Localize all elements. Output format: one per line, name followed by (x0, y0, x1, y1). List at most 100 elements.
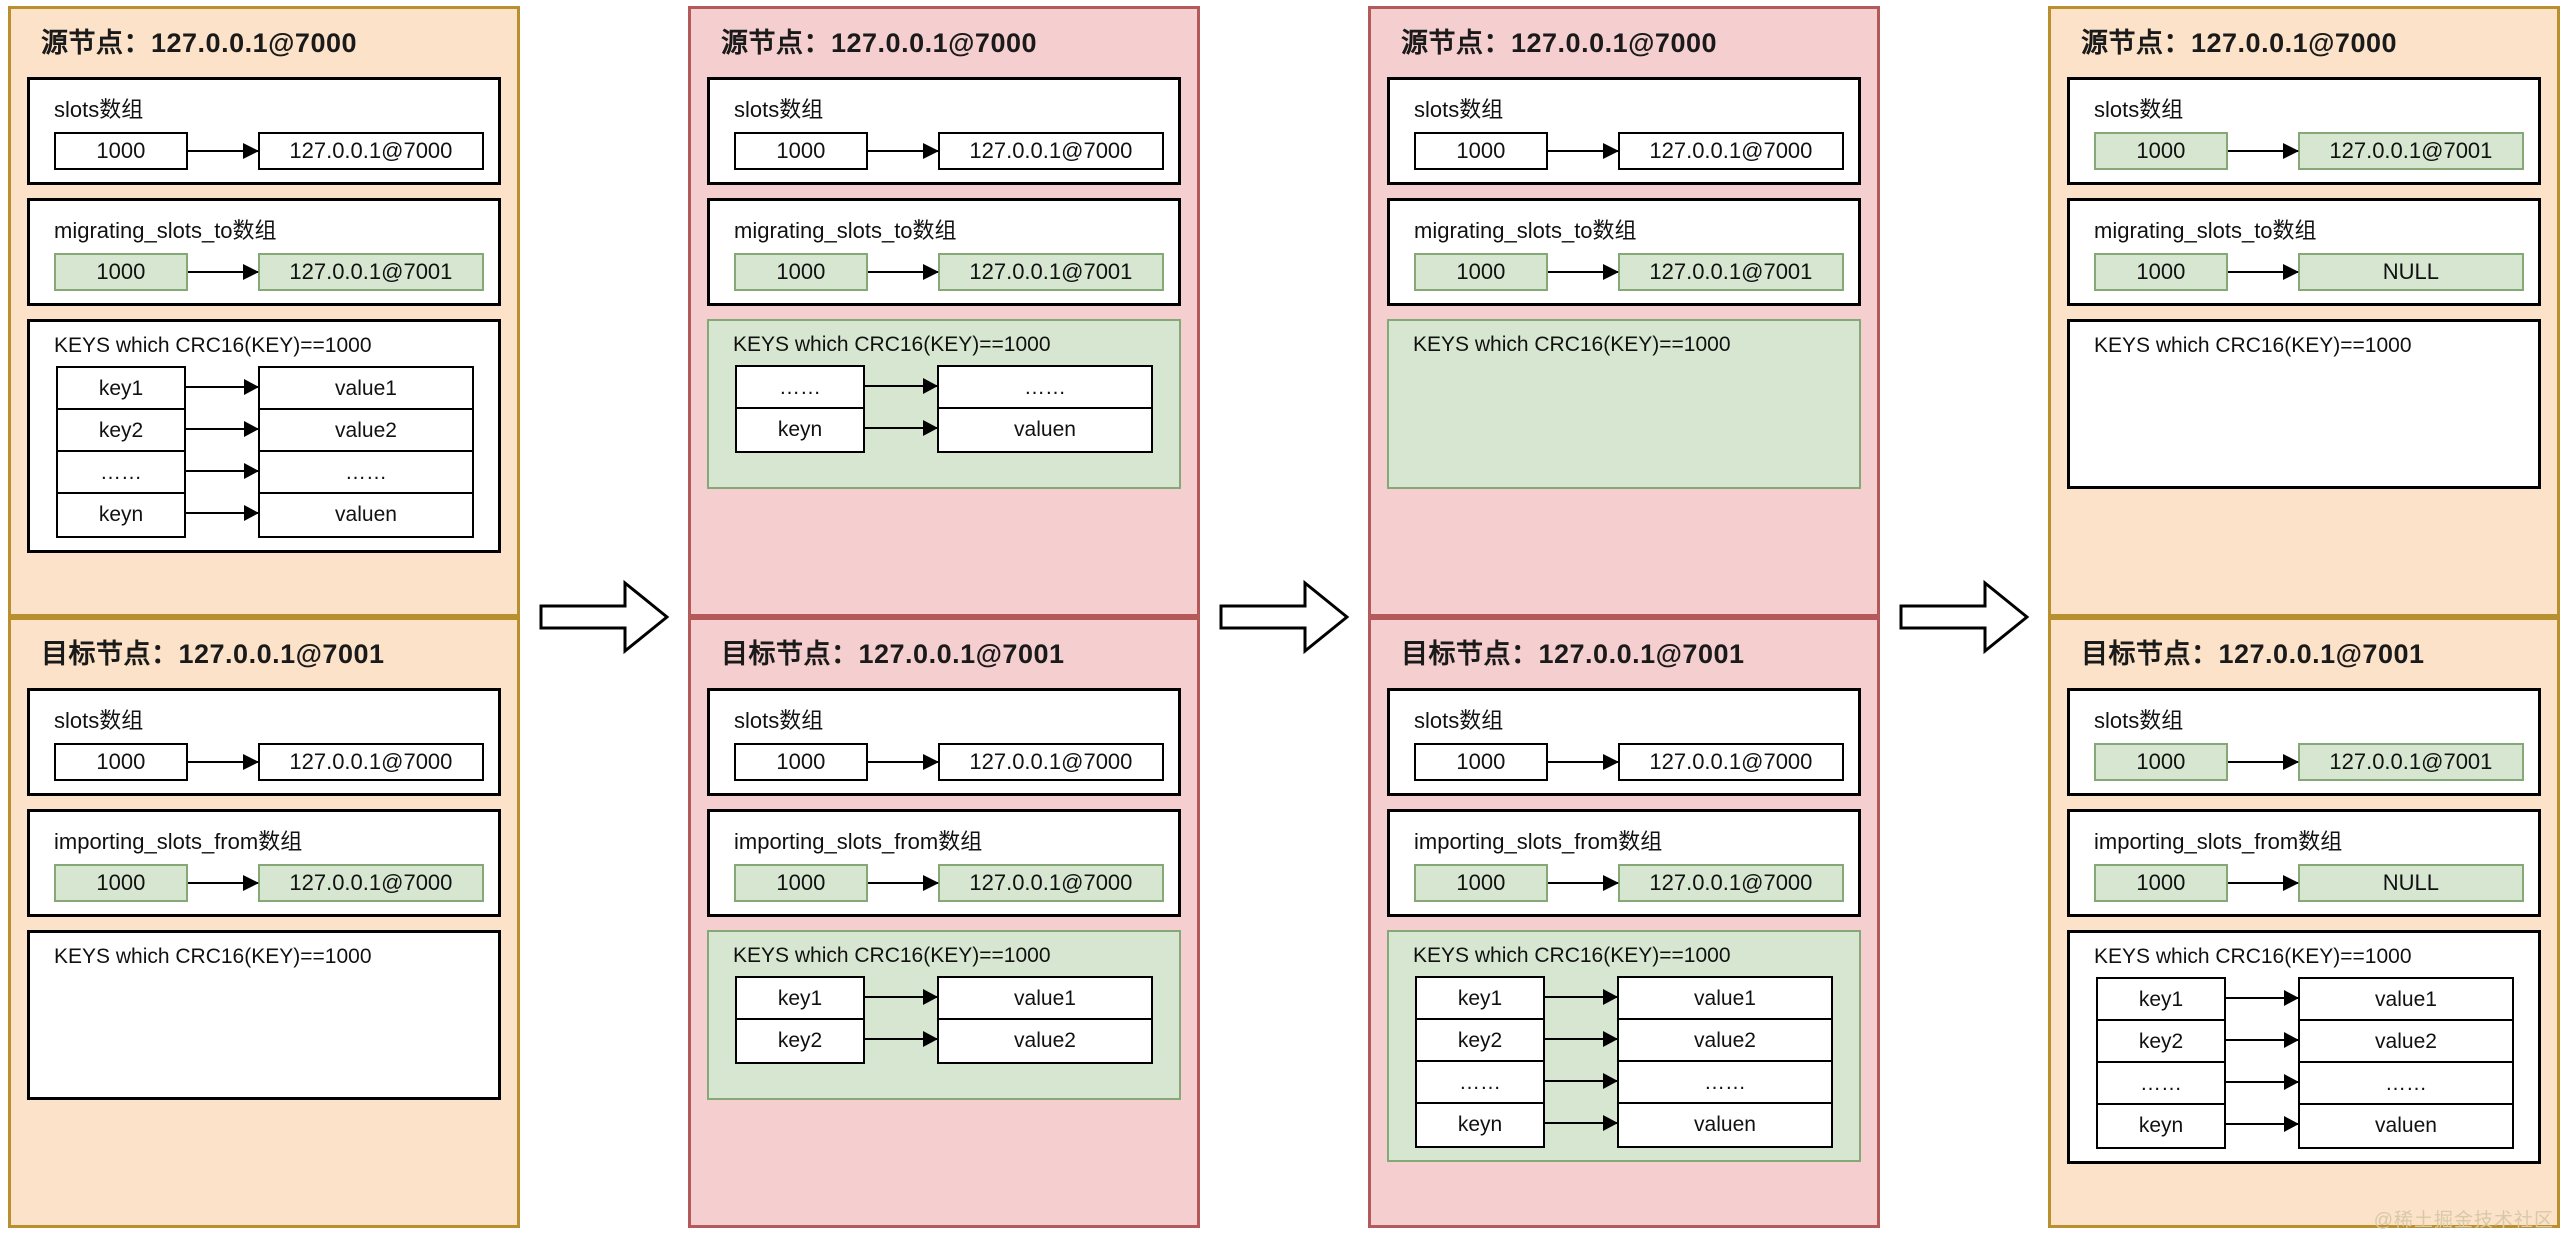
arrow-shaft (865, 996, 937, 998)
arrow-shaft (2226, 1081, 2298, 1083)
kv-value-cell: value1 (260, 368, 472, 410)
kv-value-cell: value1 (1619, 978, 1831, 1020)
arrow-head (923, 1031, 938, 1047)
arrow-head (2284, 1116, 2299, 1132)
stage-3-source-slots-slot-arrow-icon (1547, 132, 1619, 170)
kv-value-cell: value1 (939, 978, 1151, 1020)
stage-2-source-array-slot-index: 1000 (734, 253, 868, 291)
stage-1-target-slots-slot-arrow-icon (187, 743, 259, 781)
stage-2-source-keys-label: KEYS which CRC16(KEY)==1000 (733, 333, 1051, 356)
kv-key-cell: key1 (2098, 979, 2224, 1021)
arrow-head (2284, 1074, 2299, 1090)
stage-2-target-slots-slot-value: 127.0.0.1@7000 (937, 743, 1164, 781)
stage-4-target-slots-slot-value: 127.0.0.1@7001 (2297, 743, 2524, 781)
kv-arrow-icon (1545, 976, 1618, 1018)
kv-value-cell: …… (260, 452, 472, 494)
stage-3-source-slots-label: slots数组 (1414, 97, 1504, 122)
stage-3-target-title: 目标节点：127.0.0.1@7001 (1401, 639, 1745, 669)
arrow-head (1602, 143, 1619, 159)
stage-1-target-array-label: importing_slots_from数组 (54, 829, 303, 854)
stage-4-target-kv-arrows (2226, 977, 2299, 1149)
stage-1-target-slots-label: slots数组 (54, 708, 144, 733)
arrow-shaft (1547, 761, 1618, 763)
kv-key-cell: key2 (58, 410, 184, 452)
stage-3-source-slots-slot-index: 1000 (1414, 132, 1548, 170)
arrow-head (1603, 989, 1618, 1005)
stage-2-source-kv-arrows (865, 365, 938, 453)
stage-transition-1 (520, 6, 688, 1228)
arrow-shaft (187, 271, 258, 273)
kv-arrow-icon (1545, 1102, 1618, 1144)
stage-2-target-slots-slot-arrow-icon (867, 743, 939, 781)
stage-2-source-slots-slot-arrow-icon (867, 132, 939, 170)
arrow-shaft (867, 150, 938, 152)
stage-4-target-array-label: importing_slots_from数组 (2094, 829, 2343, 854)
kv-arrow-icon (1545, 1018, 1618, 1060)
kv-arrow-icon (865, 365, 938, 407)
kv-value-cell: value1 (2300, 979, 2512, 1021)
stage-1-source-slots-label: slots数组 (54, 97, 144, 122)
stage-4-source-slots-slot-value: 127.0.0.1@7001 (2297, 132, 2524, 170)
kv-value-cell: valuen (335, 503, 397, 526)
kv-value-cell: value2 (260, 410, 472, 452)
stage-1-target-keys-label: KEYS which CRC16(KEY)==1000 (54, 945, 372, 968)
kv-key-cell: key2 (1417, 1020, 1543, 1062)
kv-key-cell: key2 (2098, 1021, 2224, 1063)
stage-4-source-array-slot-arrow-icon (2227, 253, 2299, 291)
stage-3-source-keys-label: KEYS which CRC16(KEY)==1000 (1413, 333, 1731, 356)
kv-arrow-icon (865, 976, 938, 1018)
stage-4-source-slots-slot-arrow-icon (2227, 132, 2299, 170)
arrow-head (2282, 264, 2299, 280)
stage-1-source-kv-arrows (186, 366, 259, 538)
stage-3-target-kv-arrows (1545, 976, 1618, 1148)
stage-4-source-slots-slot-index: 1000 (2094, 132, 2228, 170)
arrow-shaft (867, 882, 938, 884)
stage-2-target-keys-label: KEYS which CRC16(KEY)==1000 (733, 944, 1051, 967)
stage-2-source-slots-slot-value: 127.0.0.1@7000 (937, 132, 1164, 170)
arrow-head (2282, 143, 2299, 159)
stage-1-source-array-slot-value: 127.0.0.1@7001 (257, 253, 484, 291)
arrow-head (922, 264, 939, 280)
stage-4-target-slots-label: slots数组 (2094, 708, 2184, 733)
stage-3-source-keys-box: KEYS which CRC16(KEY)==1000 (1387, 319, 1861, 489)
stage-3-source-array-slot-arrow-icon (1547, 253, 1619, 291)
kv-arrow-icon (2226, 977, 2299, 1019)
arrow-head (2284, 990, 2299, 1006)
stage-2-source-kv-table: ……keyn……valuen (723, 365, 1165, 453)
stage-2-source-keys-box: KEYS which CRC16(KEY)==1000 ……keyn……value… (707, 319, 1181, 489)
arrow-shaft (2227, 882, 2298, 884)
stage-2-target-array-label: importing_slots_from数组 (734, 829, 983, 854)
arrow-head (1602, 875, 1619, 891)
stage-3-source-title: 源节点：127.0.0.1@7000 (1401, 28, 1717, 58)
kv-key-cell: …… (737, 367, 863, 409)
arrow-head (2284, 1032, 2299, 1048)
kv-key-cell: …… (1417, 1062, 1543, 1104)
arrow-shaft (187, 150, 258, 152)
stage-4-target-array-slot-index: 1000 (2094, 864, 2228, 902)
stage-3-target-slots-label: slots数组 (1414, 708, 1504, 733)
stage-3-source-node: 源节点：127.0.0.1@7000 slots数组 1000 127.0.0.1@7… (1368, 6, 1880, 617)
stage-2-target-array-slot-value: 127.0.0.1@7000 (937, 864, 1164, 902)
stage-3-source-array-slot-value: 127.0.0.1@7001 (1617, 253, 1844, 291)
arrow-head (922, 754, 939, 770)
stage-2-target-array-slot-index: 1000 (734, 864, 868, 902)
stage-2-source-key-column: ……keyn (735, 365, 865, 453)
stage-1-target-slots-slot-value: 127.0.0.1@7000 (257, 743, 484, 781)
